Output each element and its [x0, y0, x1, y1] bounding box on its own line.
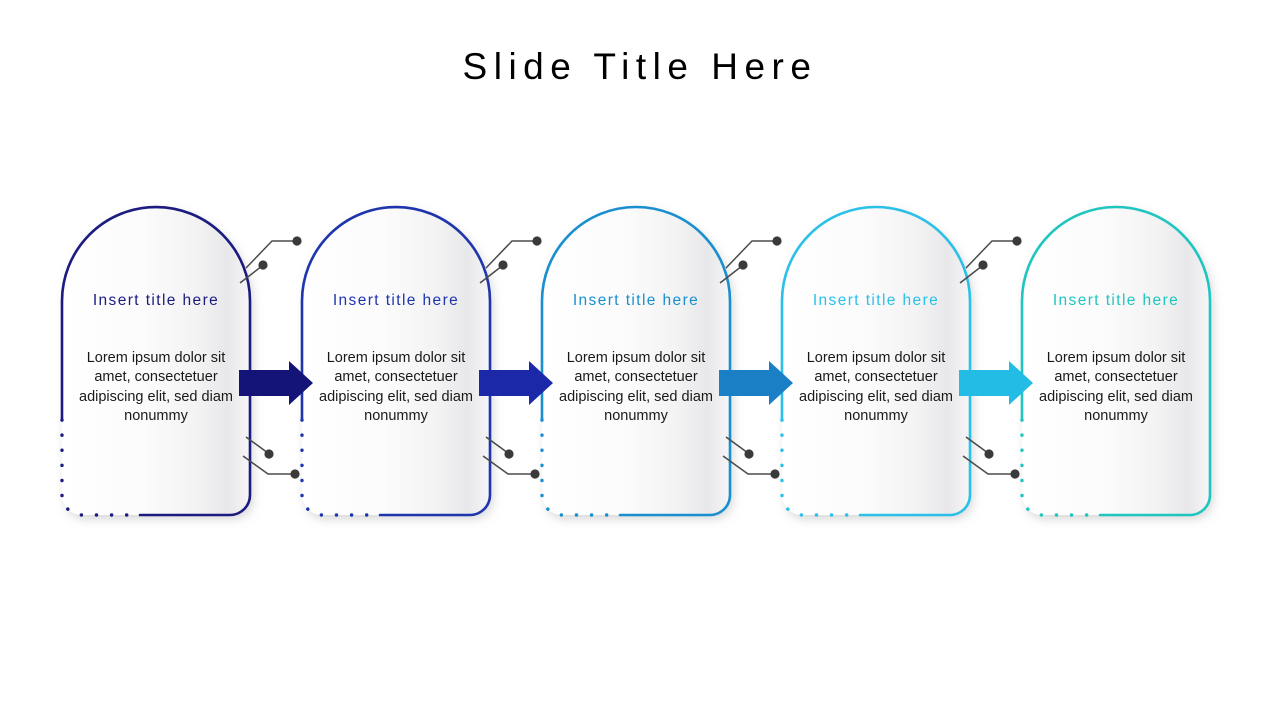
connector-node-4-bottom — [962, 436, 1020, 479]
card-1-title: Insert title here — [92, 292, 220, 309]
card-1-body: Lorem ipsum dolor sit amet, consectetuer… — [79, 350, 233, 424]
card-1-border-solid — [60, 205, 252, 517]
connector-node-1-bottom — [242, 436, 300, 479]
card-5-border-solid — [1020, 205, 1212, 517]
page-title: Slide Title Here — [462, 46, 818, 87]
card-3-title: Insert title here — [572, 292, 700, 309]
card-1[interactable] — [60, 205, 252, 517]
card-1-shape — [62, 207, 250, 515]
card-1-border-dotted — [60, 418, 142, 517]
card-5-shape — [1022, 207, 1210, 515]
card-2-title: Insert title here — [332, 292, 460, 309]
connector-node-2-top — [479, 236, 542, 284]
card-3[interactable] — [540, 205, 732, 517]
card-2-border-dotted — [300, 418, 382, 517]
card-5[interactable] — [1020, 205, 1212, 517]
arrow-icon-3 — [719, 361, 793, 405]
card-5-border-dotted — [1020, 418, 1102, 517]
card-2-border-solid — [300, 205, 492, 517]
connector-node-3-top — [719, 236, 782, 284]
card-5-body: Lorem ipsum dolor sit amet, consectetuer… — [1039, 350, 1193, 424]
connectors-layer — [239, 236, 1022, 479]
arrow-icon-2 — [479, 361, 553, 405]
card-3-shape — [542, 207, 730, 515]
card-4-border-dotted — [780, 418, 862, 517]
connector-node-3-bottom — [722, 436, 780, 479]
cards-layer — [60, 205, 1212, 517]
card-2-body: Lorem ipsum dolor sit amet, consectetuer… — [319, 350, 473, 424]
card-2[interactable] — [300, 205, 492, 517]
card-3-border-dotted — [540, 418, 622, 517]
connector-node-1-top — [239, 236, 302, 284]
card-4-title: Insert title here — [812, 292, 940, 309]
card-4-body: Lorem ipsum dolor sit amet, consectetuer… — [799, 350, 953, 424]
connector-node-4-top — [959, 236, 1022, 284]
arrow-icon-4 — [959, 361, 1033, 405]
card-4[interactable] — [780, 205, 972, 517]
card-5-title: Insert title here — [1052, 292, 1180, 309]
card-3-border-solid — [540, 205, 732, 517]
connector-node-2-bottom — [482, 436, 540, 479]
card-4-shape — [782, 207, 970, 515]
card-4-border-solid — [780, 205, 972, 517]
card-3-body: Lorem ipsum dolor sit amet, consectetuer… — [559, 350, 713, 424]
arrow-icon-1 — [239, 361, 313, 405]
card-2-shape — [302, 207, 490, 515]
arrows-layer — [239, 361, 1033, 405]
